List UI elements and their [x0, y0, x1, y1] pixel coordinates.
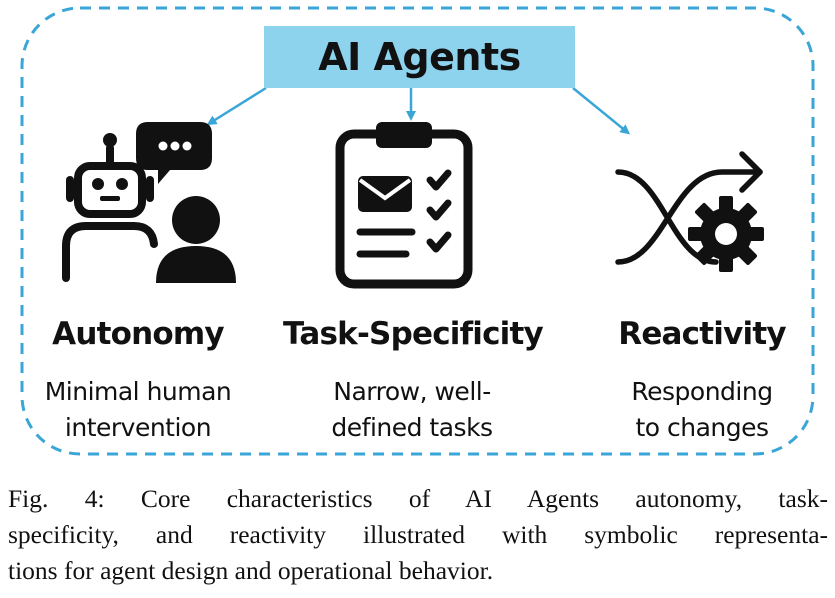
- caption-line1: Fig. 4: Core characteristics of AI Agent…: [8, 484, 828, 513]
- shuffle-gear-icon: [615, 151, 764, 272]
- caption-line3: tions for agent design and operational b…: [8, 556, 494, 585]
- robot-human-chat-icon: [62, 122, 236, 283]
- desc-autonomy-line2: intervention: [64, 413, 212, 442]
- desc-autonomy: Minimal human intervention: [18, 374, 258, 446]
- arrow-to-autonomy: [206, 86, 267, 126]
- diagram-title: AI Agents: [318, 35, 521, 79]
- diagram-frame: [20, 6, 815, 456]
- clipboard-checklist-icon: [335, 122, 473, 289]
- heading-autonomy: Autonomy: [52, 316, 224, 352]
- desc-task-specificity: Narrow, well- defined tasks: [292, 374, 532, 446]
- desc-reactivity-line1: Responding: [631, 377, 773, 406]
- desc-task-line2: defined tasks: [331, 413, 493, 442]
- desc-reactivity: Responding to changes: [592, 374, 812, 446]
- heading-task-specificity: Task-Specificity: [283, 316, 544, 352]
- dashed-border: [20, 6, 815, 456]
- arrow-to-reactivity: [572, 87, 631, 135]
- desc-autonomy-line1: Minimal human: [44, 377, 232, 406]
- heading-reactivity: Reactivity: [618, 316, 786, 352]
- caption-line2: specificity, and reactivity illustrated …: [8, 520, 828, 549]
- desc-reactivity-line2: to changes: [635, 413, 769, 442]
- desc-task-line1: Narrow, well-: [333, 377, 491, 406]
- title-box: AI Agents: [264, 26, 575, 88]
- figure-caption: Fig. 4: Core characteristics of AI Agent…: [8, 481, 828, 589]
